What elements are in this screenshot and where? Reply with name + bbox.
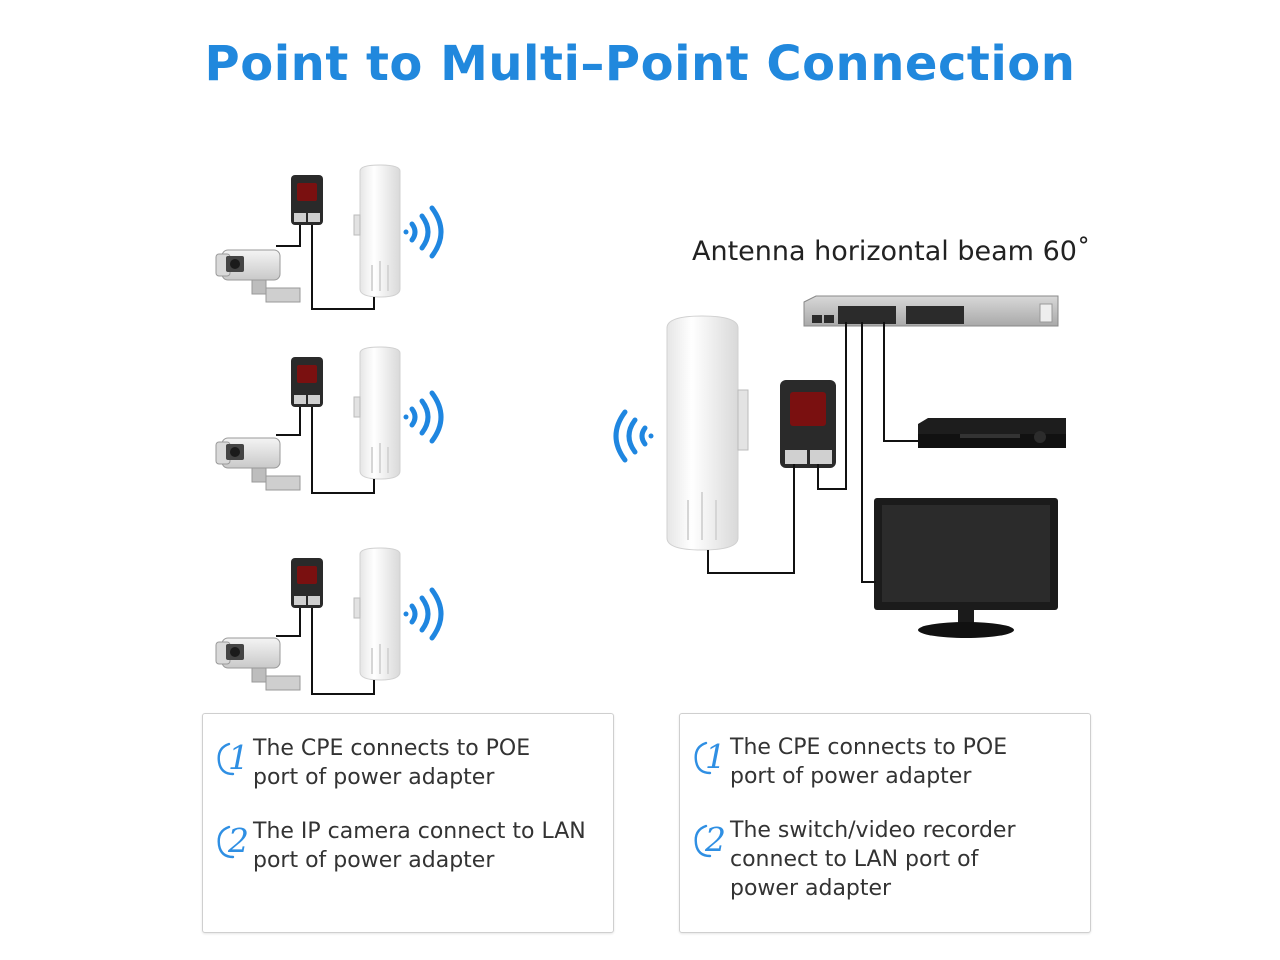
step-circle-icon <box>694 741 712 775</box>
poe-adapter-icon <box>291 357 323 407</box>
step-text-line: port of power adapter <box>253 765 495 790</box>
step-number-badge: 2 <box>203 817 253 861</box>
step-2: 2 The IP camera connect to LAN port of p… <box>203 817 586 875</box>
camera-set-2 <box>215 346 442 494</box>
camera-set-3 <box>215 547 442 695</box>
step-number-badge: 2 <box>680 816 730 860</box>
cpe-antenna-icon <box>666 315 749 551</box>
step-text-line: The switch/video recorder <box>730 818 1016 843</box>
step-text-line: connect to LAN port of <box>730 847 979 872</box>
step-number: 2 <box>705 820 726 859</box>
wifi-signal-icon <box>613 409 654 463</box>
step-text-line: port of power adapter <box>730 764 972 789</box>
step-text: The CPE connects to POE port of power ad… <box>253 734 530 792</box>
step-text-line: The CPE connects to POE <box>253 736 531 761</box>
network-switch-icon <box>803 295 1059 327</box>
poe-adapter-icon <box>780 380 836 468</box>
info-card-right: 1 The CPE connects to POE port of power … <box>679 713 1091 933</box>
step-circle-icon <box>694 824 712 858</box>
cpe-antenna-icon <box>353 164 401 298</box>
step-2: 2 The switch/video recorder connect to L… <box>680 816 1016 903</box>
info-card-left: 1 The CPE connects to POE port of power … <box>202 713 614 933</box>
step-text-line: The IP camera connect to LAN <box>253 819 586 844</box>
cpe-antenna-icon <box>353 547 401 681</box>
step-1: 1 The CPE connects to POE port of power … <box>203 734 530 792</box>
step-number-badge: 1 <box>680 733 730 777</box>
wifi-signal-icon <box>404 590 442 638</box>
monitor-icon <box>874 498 1058 638</box>
step-number-badge: 1 <box>203 734 253 778</box>
step-text-line: port of power adapter <box>253 848 495 873</box>
step-text: The CPE connects to POE port of power ad… <box>730 733 1007 791</box>
step-number: 2 <box>228 821 249 860</box>
step-text-line: power adapter <box>730 876 892 901</box>
step-1: 1 The CPE connects to POE port of power … <box>680 733 1007 791</box>
step-circle-icon <box>217 742 235 776</box>
base-station <box>613 295 1066 638</box>
step-number: 1 <box>228 738 249 777</box>
camera-set-1 <box>215 164 442 310</box>
ip-camera-icon <box>215 249 301 303</box>
wifi-signal-icon <box>404 393 442 441</box>
video-recorder-icon <box>918 418 1066 448</box>
poe-adapter-icon <box>291 558 323 608</box>
step-text: The IP camera connect to LAN port of pow… <box>253 817 586 875</box>
ip-camera-icon <box>215 437 301 491</box>
beam-label: Antenna horizontal beam 60˚ <box>692 236 1091 267</box>
poe-adapter-icon <box>291 175 323 225</box>
wifi-signal-icon <box>404 208 442 256</box>
step-text-line: The CPE connects to POE <box>730 735 1008 760</box>
step-number: 1 <box>705 737 726 776</box>
page-title: Point to Multi–Point Connection <box>204 36 1076 92</box>
cpe-antenna-icon <box>353 346 401 480</box>
step-circle-icon <box>217 825 235 859</box>
ip-camera-icon <box>215 637 301 691</box>
step-text: The switch/video recorder connect to LAN… <box>730 816 1016 903</box>
